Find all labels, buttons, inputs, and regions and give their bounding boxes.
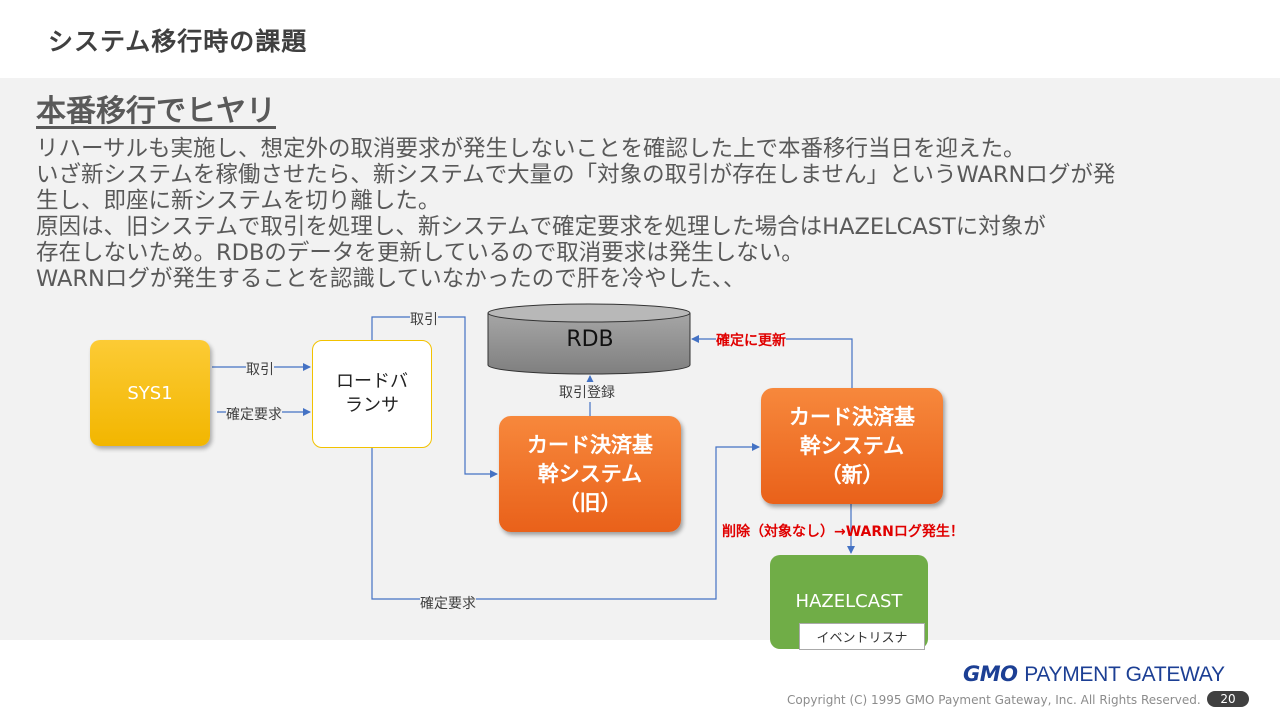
edge-label-trade: 取引 [246, 359, 274, 379]
connector-lb-new-confirm [371, 443, 760, 600]
edge-label-trade: 取引 [410, 309, 438, 329]
connector-lb-old-trade [371, 316, 498, 478]
body-text: リハーサルも実施し、想定外の取消要求が発生しないことを確認した上で本番移行当日を… [36, 136, 1236, 292]
body-line: WARNログが発生することを認識していなかったので肝を冷やした、、 [36, 266, 746, 292]
old-system-label: 幹システム [537, 461, 643, 486]
hazelcast-label: HAZELCAST [795, 591, 903, 612]
body-line: リハーサルも実施し、想定外の取消要求が発生しないことを確認した上で本番移行当日を… [36, 136, 1026, 162]
logo-text: PAYMENT GATEWAY [1024, 663, 1225, 686]
section-title: 本番移行でヒヤリ [36, 94, 276, 129]
new-system-node: カード決済基 幹システム （新） [761, 388, 943, 504]
body-line: 生し、即座に新システムを切り離した。 [36, 188, 441, 214]
load-balancer-label: ランサ [345, 395, 399, 416]
load-balancer-label: ロードバ [336, 371, 408, 392]
slide-title: システム移行時の課題 [48, 27, 308, 56]
body-line: 原因は、旧システムで取引を処理し、新システムで確定要求を処理した場合はHAZEL… [36, 214, 1046, 240]
warning-label: 削除（対象なし）→WARNログ発生！ [722, 524, 964, 540]
new-system-label: （新） [820, 462, 884, 487]
sys1-node: SYS1 [90, 340, 210, 446]
old-system-label: カード決済基 [527, 432, 653, 457]
company-logo: GMO PAYMENT GATEWAY [963, 662, 1225, 687]
rdb-label: RDB [566, 327, 614, 352]
edge-label-confirm: 確定要求 [420, 593, 476, 613]
page-number: 20 [1207, 691, 1249, 707]
old-system-label: （旧） [558, 490, 622, 515]
body-line: いざ新システムを稼働させたら、新システムで大量の「対象の取引が存在しません」とい… [36, 162, 1116, 188]
new-system-label: カード決済基 [789, 404, 915, 429]
edge-label-confirm: 確定要求 [226, 404, 282, 424]
sys1-label: SYS1 [127, 382, 173, 404]
rdb-cylinder [487, 303, 691, 375]
edge-label-update-confirmed: 確定に更新 [716, 330, 786, 350]
copyright: Copyright (C) 1995 GMO Payment Gateway, … [787, 693, 1201, 707]
event-listener-box: イベントリスナ [799, 623, 925, 650]
old-system-node: カード決済基 幹システム （旧） [499, 416, 681, 532]
new-system-label: 幹システム [799, 433, 905, 458]
logo-mark: GMO [963, 662, 1018, 686]
slide-header: システム移行時の課題 [0, 0, 1280, 78]
body-line: 存在しないため。RDBのデータを更新しているので取消要求は発生しない。 [36, 240, 804, 266]
edge-label-register: 取引登録 [559, 382, 615, 402]
load-balancer-node: ロードバ ランサ [312, 340, 432, 448]
